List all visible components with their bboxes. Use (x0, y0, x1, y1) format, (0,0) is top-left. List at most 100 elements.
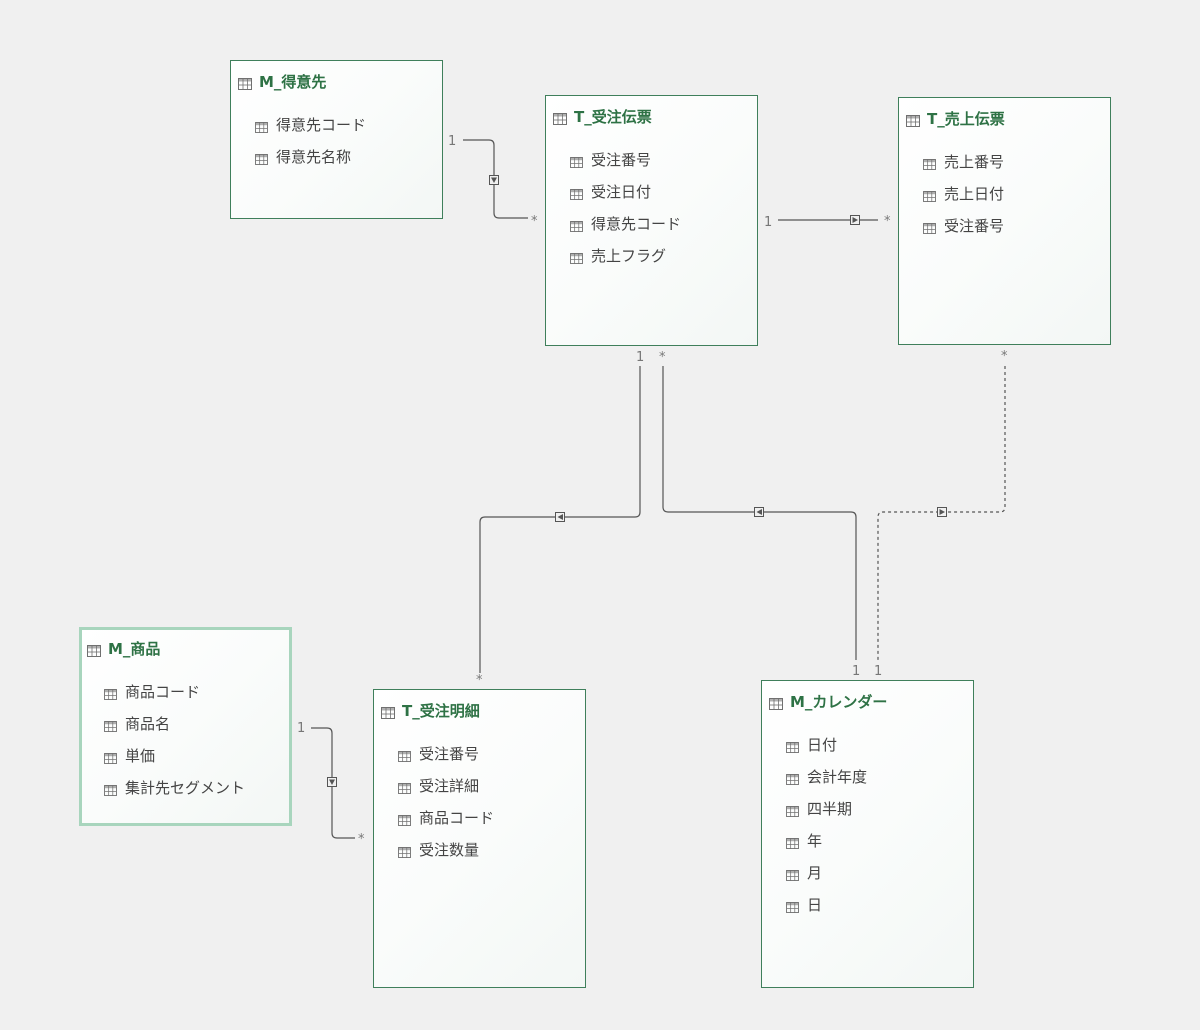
cardinality-one-label: 1 (297, 721, 306, 736)
field-name: 四半期 (807, 799, 853, 818)
column-icon (255, 119, 268, 133)
field-name: 得意先コード (591, 214, 682, 233)
field-name: 受注数量 (419, 840, 480, 859)
field-name: 商品コード (125, 682, 201, 701)
column-icon (923, 188, 936, 202)
table-icon (238, 76, 252, 90)
field-row[interactable]: 四半期 (786, 792, 867, 824)
field-name: 年 (807, 831, 823, 850)
direction-arrow-down-icon (489, 175, 499, 185)
cardinality-many-label: * (476, 673, 483, 688)
table-m-calendar[interactable]: M_カレンダー 日付会計年度四半期年月日 (761, 680, 974, 988)
column-icon (570, 250, 583, 264)
column-icon (786, 867, 799, 881)
table-title-text: T_受注伝票 (574, 108, 652, 126)
cardinality-many-label: * (531, 214, 538, 229)
field-list: 受注番号受注詳細商品コード受注数量 (398, 737, 494, 865)
field-row[interactable]: 売上番号 (923, 145, 1004, 177)
table-t-juchu-meisai[interactable]: T_受注明細 受注番号受注詳細商品コード受注数量 (373, 689, 586, 988)
direction-arrow-left-icon (754, 507, 764, 517)
field-row[interactable]: 受注日付 (570, 175, 681, 207)
cardinality-many-label: * (1001, 349, 1008, 364)
table-icon (769, 696, 783, 710)
table-icon (553, 111, 567, 125)
cardinality-many-label: * (358, 832, 365, 847)
field-row[interactable]: 単価 (104, 739, 245, 771)
table-m-shohin[interactable]: M_商品 商品コード商品名単価集計先セグメント (79, 627, 292, 826)
column-icon (923, 220, 936, 234)
column-icon (104, 782, 117, 796)
table-title[interactable]: M_カレンダー (769, 691, 887, 712)
field-row[interactable]: 商品コード (398, 801, 494, 833)
column-icon (923, 156, 936, 170)
field-name: 日 (807, 895, 823, 914)
column-icon (398, 748, 411, 762)
cardinality-many-label: * (884, 214, 891, 229)
field-row[interactable]: 会計年度 (786, 760, 867, 792)
field-row[interactable]: 受注数量 (398, 833, 494, 865)
column-icon (398, 780, 411, 794)
field-name: 集計先セグメント (125, 778, 246, 797)
field-row[interactable]: 日 (786, 888, 867, 920)
table-icon (87, 643, 101, 657)
field-name: 商品名 (125, 714, 171, 733)
table-m-tokuisaki[interactable]: M_得意先 得意先コード得意先名称 (230, 60, 443, 219)
relationship-line[interactable] (311, 727, 355, 839)
cardinality-many-label: * (659, 350, 666, 365)
field-name: 受注詳細 (419, 776, 480, 795)
cardinality-one-label: 1 (448, 134, 457, 149)
relationship-line[interactable] (662, 366, 857, 660)
relationship-line[interactable] (778, 215, 878, 225)
field-row[interactable]: 売上フラグ (570, 239, 681, 271)
field-name: 得意先名称 (276, 147, 352, 166)
field-name: 受注番号 (419, 744, 480, 763)
field-row[interactable]: 日付 (786, 728, 867, 760)
table-icon (906, 113, 920, 127)
field-row[interactable]: 年 (786, 824, 867, 856)
table-title[interactable]: T_売上伝票 (906, 108, 1005, 129)
direction-arrow-right-icon (937, 507, 947, 517)
field-row[interactable]: 月 (786, 856, 867, 888)
field-name: 単価 (125, 746, 156, 765)
field-name: 売上番号 (944, 152, 1005, 171)
field-list: 受注番号受注日付得意先コード売上フラグ (570, 143, 681, 271)
field-row[interactable]: 得意先コード (570, 207, 681, 239)
column-icon (104, 686, 117, 700)
inactive-relationship-line[interactable] (877, 366, 1006, 660)
table-t-juchu-denpyo[interactable]: T_受注伝票 受注番号受注日付得意先コード売上フラグ (545, 95, 758, 346)
field-list: 日付会計年度四半期年月日 (786, 728, 867, 920)
column-icon (570, 186, 583, 200)
table-title[interactable]: M_得意先 (238, 71, 326, 92)
column-icon (786, 899, 799, 913)
table-title-text: M_商品 (108, 640, 161, 658)
table-title-text: T_売上伝票 (927, 110, 1005, 128)
field-name: 売上フラグ (591, 246, 667, 265)
field-row[interactable]: 集計先セグメント (104, 771, 245, 803)
field-row[interactable]: 受注番号 (398, 737, 494, 769)
relationship-line[interactable] (463, 139, 528, 219)
field-row[interactable]: 商品コード (104, 675, 245, 707)
field-row[interactable]: 受注詳細 (398, 769, 494, 801)
column-icon (104, 750, 117, 764)
field-row[interactable]: 受注番号 (570, 143, 681, 175)
field-row[interactable]: 得意先コード (255, 108, 366, 140)
table-icon (381, 705, 395, 719)
table-title[interactable]: M_商品 (87, 638, 160, 659)
cardinality-one-label: 1 (852, 664, 861, 679)
cardinality-one-label: 1 (764, 215, 773, 230)
table-t-uriage-denpyo[interactable]: T_売上伝票 売上番号売上日付受注番号 (898, 97, 1111, 345)
field-row[interactable]: 売上日付 (923, 177, 1004, 209)
table-title[interactable]: T_受注明細 (381, 700, 480, 721)
field-row[interactable]: 商品名 (104, 707, 245, 739)
column-icon (570, 154, 583, 168)
table-title[interactable]: T_受注伝票 (553, 106, 652, 127)
field-name: 会計年度 (807, 767, 868, 786)
field-row[interactable]: 得意先名称 (255, 140, 366, 172)
relationship-line[interactable] (479, 366, 641, 673)
field-list: 商品コード商品名単価集計先セグメント (104, 675, 245, 803)
field-name: 受注番号 (591, 150, 652, 169)
field-name: 売上日付 (944, 184, 1005, 203)
field-row[interactable]: 受注番号 (923, 209, 1004, 241)
